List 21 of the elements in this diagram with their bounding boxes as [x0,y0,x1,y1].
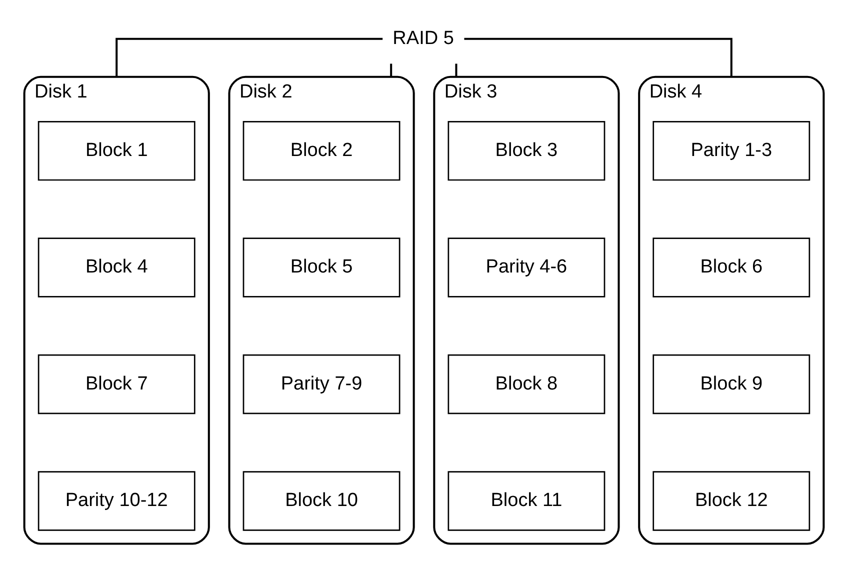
node-box: Parity 10-12 [38,470,196,530]
node-box: Block 8 [448,354,606,414]
connector [464,37,732,76]
connector [116,37,383,76]
node-box: Parity 7-9 [242,354,400,414]
node-box: Block 6 [652,237,810,297]
node-box: Parity 1-3 [652,120,810,180]
node-box: Block 12 [652,470,810,530]
node-box: Block 7 [38,354,196,414]
connector [390,63,392,76]
node-box: Block 9 [652,354,810,414]
node-box: Block 11 [448,470,606,530]
node-box: Parity 4-6 [448,237,606,297]
node-box: Block 4 [38,237,196,297]
node-box: Block 1 [38,120,196,180]
node-box: Block 5 [242,237,400,297]
node-box: Block 3 [448,120,606,180]
node-box: Block 2 [242,120,400,180]
node-text: RAID 5 [392,27,454,48]
node-box: Block 10 [242,470,400,530]
connector [455,63,458,76]
